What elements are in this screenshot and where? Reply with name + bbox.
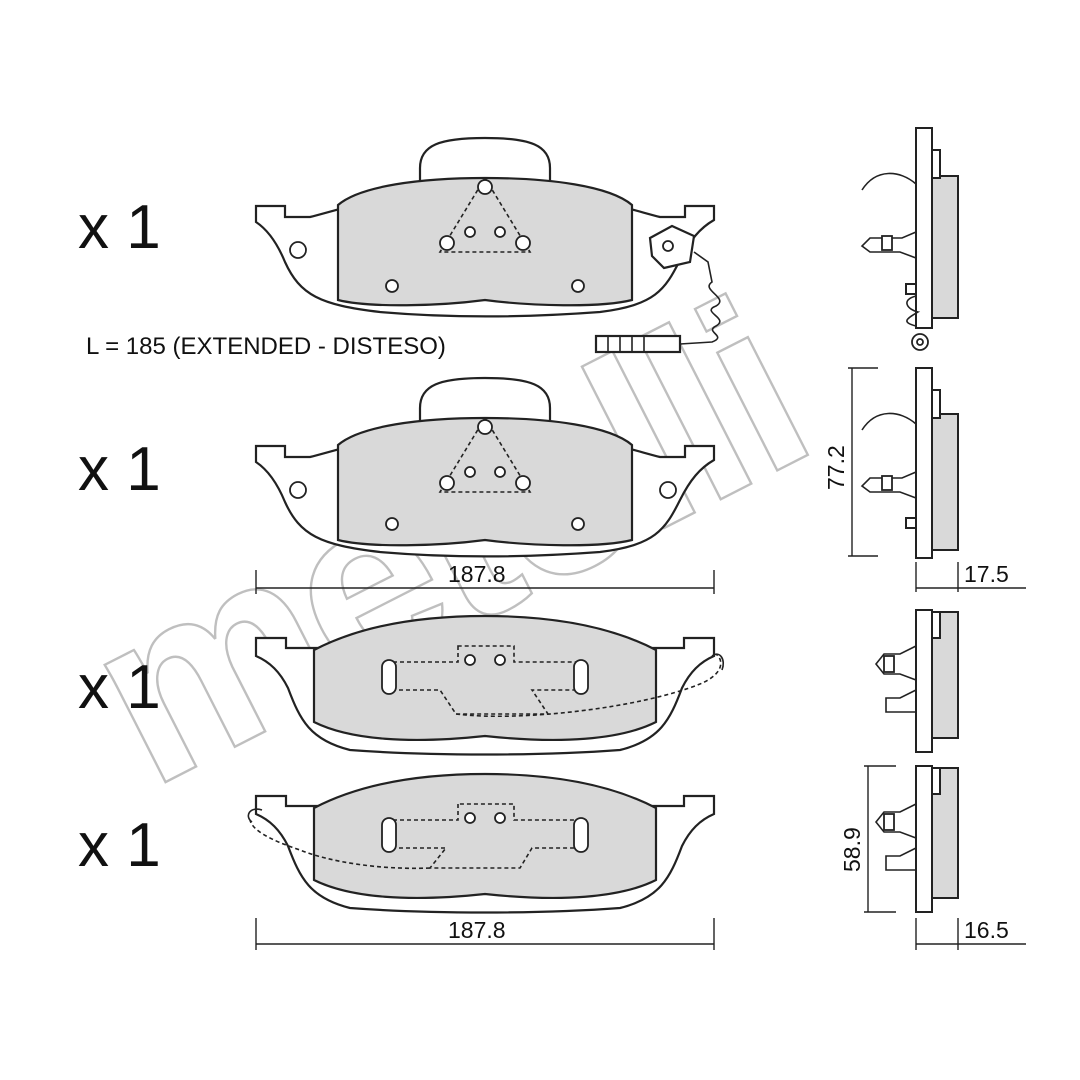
pad-1-side-view [860, 127, 959, 351]
pad-2-side-view [860, 367, 959, 559]
pad-4-side-view [874, 765, 959, 913]
dimension-height-outer-label: 77.2 [823, 445, 849, 490]
pad-2-front-view [254, 376, 716, 558]
dimension-height-inner: 58.9 [839, 765, 896, 913]
dimension-width-top: 187.8 [255, 561, 715, 594]
dimension-thickness-inner: 16.5 [915, 917, 1026, 950]
dimension-height-outer: 77.2 [823, 367, 878, 557]
sensor-length-note: L = 185 (EXTENDED - DISTESO) [86, 333, 446, 360]
quantity-label-1: x 1 [78, 193, 161, 262]
dimension-width-bottom: 187.8 [255, 917, 715, 950]
dimension-thickness-outer-label: 17.5 [964, 561, 1009, 587]
pad-3-front-view [254, 614, 725, 756]
quantity-label-4: x 1 [78, 811, 161, 880]
dimension-width-top-label: 187.8 [448, 561, 506, 587]
dimension-thickness-outer: 17.5 [915, 561, 1026, 592]
pad-4-front-view [247, 772, 716, 914]
dimension-width-bottom-label: 187.8 [448, 917, 506, 943]
dimension-height-inner-label: 58.9 [839, 827, 865, 872]
quantity-label-2: x 1 [78, 435, 161, 504]
dimension-thickness-inner-label: 16.5 [964, 917, 1009, 943]
quantity-label-3: x 1 [78, 653, 161, 722]
pad-1-front-view [254, 136, 721, 354]
pad-3-side-view [874, 609, 959, 753]
